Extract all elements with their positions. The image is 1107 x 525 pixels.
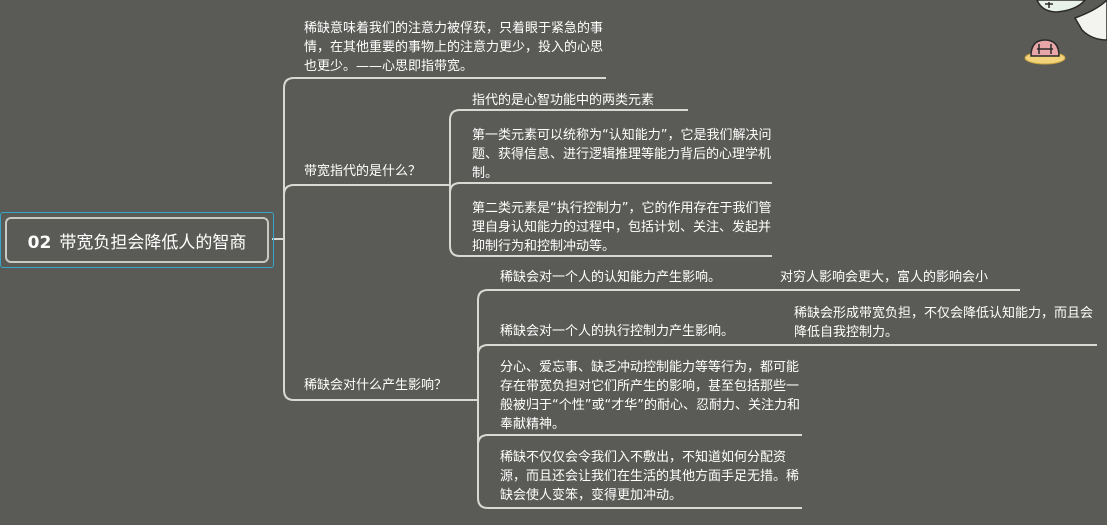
b1-child-3[interactable]: 第二类元素是“执行控制力”，它的作用存在于我们管理自身认知能力的过程中，包括计划… — [472, 201, 772, 254]
connector-b2-c4 — [477, 400, 802, 509]
connector-b1-c3 — [449, 185, 772, 257]
b1-child-1[interactable]: 指代的是心智功能中的两类元素 — [472, 93, 655, 108]
b2-child-2[interactable]: 稀缺会对一个人的执行控制力产生影响。 — [500, 324, 735, 339]
b1-child-2[interactable]: 第一类元素可以统称为“认知能力”，它是我们解决问题、获得信息、进行逻辑推理等能力… — [472, 128, 772, 181]
connector-b1-c2 — [449, 182, 772, 194]
root-node[interactable]: 02 带宽负担会降低人的智商 — [0, 212, 274, 268]
root-title: 带宽负担会降低人的智商 — [59, 232, 247, 253]
root-label: 02 带宽负担会降低人的智商 — [28, 228, 247, 253]
branch-bandwidth-meaning[interactable]: 带宽指代的是什么？ — [304, 164, 422, 179]
root-number: 02 — [27, 232, 52, 253]
branch-scarcity-impact[interactable]: 稀缺会对什么产生影响？ — [304, 378, 448, 393]
connector-branch2 — [283, 239, 478, 401]
connector-b1-c1 — [449, 109, 688, 185]
cartoon-sticker-icon — [1024, 0, 1107, 65]
b2-child-1[interactable]: 稀缺会对一个人的认知能力产生影响。 — [500, 270, 722, 285]
b2-child-1-note[interactable]: 对穷人影响会更大，富人的影响会小 — [780, 270, 989, 285]
root-node-inner: 02 带宽负担会降低人的智商 — [5, 217, 269, 263]
connector-b2-c2 — [477, 344, 760, 400]
intro-node[interactable]: 稀缺意味着我们的注意力被俘获，只着眼于紧急的事情，在其他重要的事物上的注意力更少… — [304, 21, 604, 74]
connector-b2-c1 — [477, 289, 760, 400]
connector-intro — [283, 77, 606, 239]
connector-branch1 — [283, 184, 450, 239]
b2-child-2-note[interactable]: 稀缺会形成带宽负担，不仅会降低认知能力，而且会降低自我控制力。 — [794, 306, 1094, 340]
b2-child-3[interactable]: 分心、爱忘事、缺乏冲动控制能力等等行为，都可能存在带宽负担对它们所产生的影响，甚… — [500, 360, 800, 432]
b2-child-4[interactable]: 稀缺不仅仅会令我们入不敷出，不知道如何分配资源，而且还会让我们在生活的其他方面手… — [500, 450, 800, 503]
